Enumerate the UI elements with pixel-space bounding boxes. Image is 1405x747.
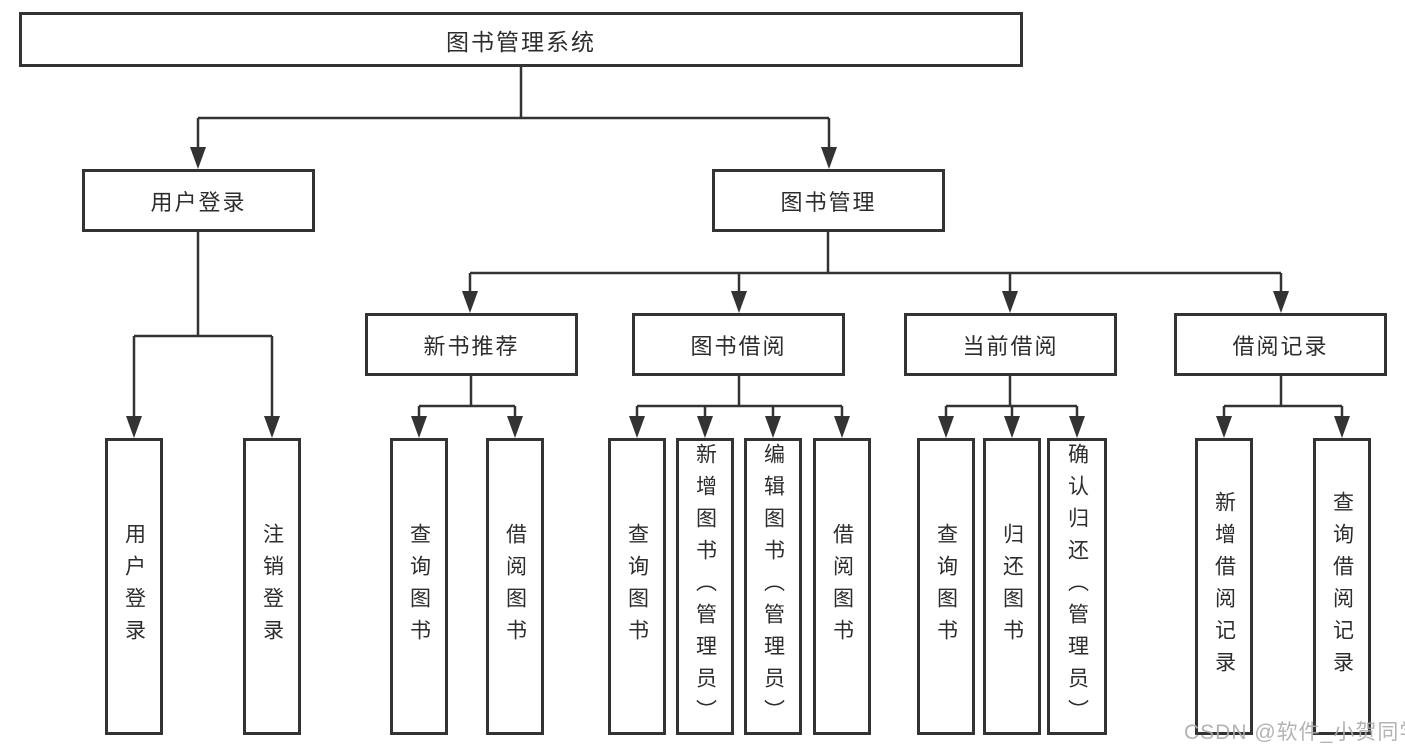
leaf-label: 新增借阅记录 [1212,490,1236,683]
leaf-label: 查询借阅记录 [1330,490,1354,683]
arrow-down-icon [411,416,427,438]
leaf-query-books: 查询图书 [390,438,448,735]
leaf-label: 注销登录 [260,522,284,651]
leaf-query-books: 查询图书 [608,438,666,735]
leaf-label: 用户登录 [122,522,146,651]
arrow-down-icon [697,416,713,438]
node-label: 借阅记录 [1232,333,1329,359]
leaf-label: 确认归还（管理员） [1065,442,1089,731]
arrowheads [126,147,1350,438]
node-label: 图书管理 [780,189,877,215]
leaf-edit-books-admin: 编辑图书（管理员） [744,438,802,735]
node-label: 当前借阅 [962,333,1059,359]
arrow-down-icon [1069,416,1085,438]
leaf-user-login: 用户登录 [105,438,163,735]
node-label: 新书推荐 [423,333,520,359]
leaf-label: 查询图书 [407,522,431,651]
node-new-book-recommend: 新书推荐 [365,313,578,376]
arrow-down-icon [1334,416,1350,438]
node-borrow-records: 借阅记录 [1174,313,1387,376]
node-book-management: 图书管理 [712,169,945,232]
leaf-query-books: 查询图书 [917,438,975,735]
leaf-logout: 注销登录 [243,438,301,735]
leaf-label: 查询图书 [934,522,958,651]
leaf-label: 借阅图书 [830,522,854,651]
arrow-down-icon [264,416,280,438]
arrow-down-icon [1004,416,1020,438]
arrow-down-icon [834,416,850,438]
arrow-down-icon [126,416,142,438]
csdn-watermark: CSDN @软件_小贺同学 [1184,721,1405,744]
leaf-label: 归还图书 [1000,522,1024,651]
node-current-borrow: 当前借阅 [904,313,1117,376]
leaf-borrow-books: 借阅图书 [486,438,544,735]
connector-lines [132,67,1344,421]
arrow-down-icon [190,147,206,169]
arrow-down-icon [1216,416,1232,438]
node-root-label: 图书管理系统 [446,28,596,55]
leaf-confirm-return-admin: 确认归还（管理员） [1047,438,1107,735]
leaf-label: 编辑图书（管理员） [761,442,785,731]
node-label: 图书借阅 [690,333,787,359]
arrow-down-icon [765,416,781,438]
arrow-down-icon [821,147,837,169]
node-label: 用户登录 [150,189,247,215]
arrow-down-icon [938,416,954,438]
arrow-down-icon [1002,291,1018,313]
leaf-label: 查询图书 [625,522,649,651]
arrow-down-icon [629,416,645,438]
node-book-borrow: 图书借阅 [632,313,845,376]
leaf-add-books-admin: 新增图书（管理员） [676,438,734,735]
leaf-query-borrow-record: 查询借阅记录 [1313,438,1371,735]
arrow-down-icon [1273,291,1289,313]
node-root-system: 图书管理系统 [19,12,1023,67]
arrow-down-icon [462,291,478,313]
arrow-down-icon [507,416,523,438]
node-user-login: 用户登录 [82,169,315,232]
leaf-label: 新增图书（管理员） [693,442,717,731]
leaf-add-borrow-record: 新增借阅记录 [1195,438,1253,735]
leaf-borrow-books: 借阅图书 [813,438,871,735]
arrow-down-icon [731,291,747,313]
leaf-label: 借阅图书 [503,522,527,651]
leaf-return-books: 归还图书 [983,438,1041,735]
